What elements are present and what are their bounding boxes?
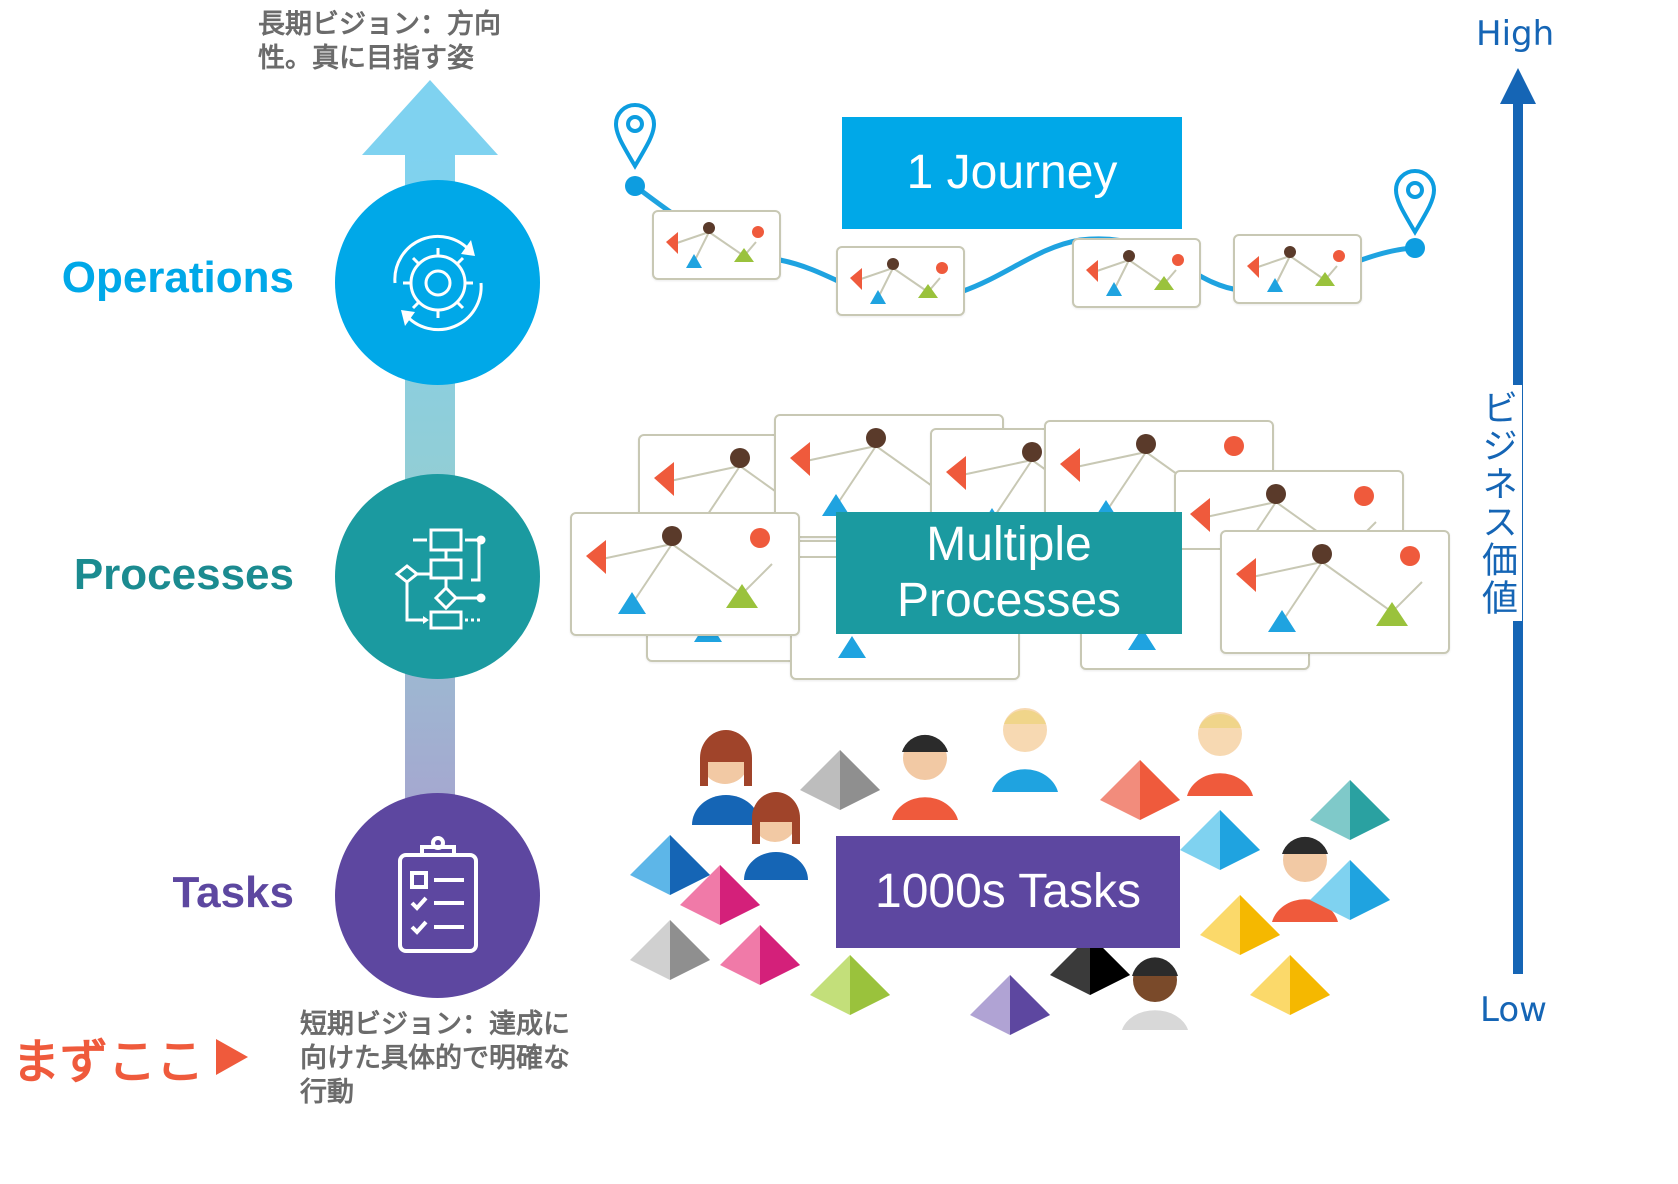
flowchart-icon — [394, 528, 485, 629]
process-card — [836, 246, 965, 316]
tasks-banner: 1000s Tasks — [836, 836, 1180, 948]
clipboard-checklist-icon — [397, 835, 478, 953]
location-pin-icon — [1393, 169, 1437, 236]
axis-title: ビジネス価値 — [1470, 385, 1522, 621]
process-card — [1233, 234, 1362, 304]
pyramid-icon — [1100, 760, 1180, 820]
location-pin-icon — [613, 103, 657, 170]
journey-banner: 1 Journey — [842, 117, 1182, 229]
person-icon — [992, 708, 1058, 792]
process-card — [570, 512, 800, 636]
process-card — [1220, 530, 1450, 654]
processes-banner: Multiple Processes — [836, 512, 1182, 634]
processes-circle — [335, 474, 540, 679]
person-icon — [892, 734, 958, 820]
person-icon — [692, 730, 760, 825]
pyramid-icon — [1200, 895, 1280, 955]
process-card — [652, 210, 781, 280]
pyramid-icon — [1310, 780, 1390, 840]
journey-banner-text: 1 Journey — [906, 146, 1118, 199]
processes-banner-line1: Multiple — [926, 518, 1092, 571]
pyramid-icon — [680, 865, 760, 925]
tasks-circle — [335, 793, 540, 998]
pyramid-icon — [970, 975, 1050, 1035]
person-icon — [1122, 957, 1188, 1030]
person-icon — [1272, 836, 1338, 922]
process-card — [1072, 238, 1201, 308]
level-label-processes: Processes — [73, 550, 294, 599]
short-term-vision-note: 短期ビジョン：達成に向けた具体的で明確な行動 — [300, 1009, 570, 1108]
pyramid-icon — [630, 920, 710, 980]
gear-cycle-icon — [392, 234, 483, 331]
level-label-operations: Operations — [61, 253, 294, 302]
person-icon — [744, 792, 808, 880]
triangle-pointer-icon — [216, 1039, 249, 1075]
tasks-cluster — [630, 708, 1390, 1035]
pyramid-icon — [1310, 860, 1390, 920]
pyramid-icon — [1180, 810, 1260, 870]
axis-high-label: High — [1476, 14, 1555, 54]
tasks-banner-text: 1000s Tasks — [875, 865, 1141, 918]
axis-low-label: Low — [1480, 990, 1547, 1030]
long-term-vision-note: 長期ビジョン：方向性。真に目指す姿 — [258, 9, 501, 74]
pyramid-icon — [720, 925, 800, 985]
processes-banner-line2: Processes — [896, 574, 1122, 627]
pyramid-icon — [1050, 935, 1130, 995]
pyramid-icon — [810, 955, 890, 1015]
pyramid-icon — [1250, 955, 1330, 1015]
operations-circle — [335, 180, 540, 385]
person-icon — [1187, 712, 1253, 796]
start-here-label: まずここ — [12, 1022, 252, 1092]
pyramid-icon — [630, 835, 710, 895]
pyramid-icon — [800, 750, 880, 810]
level-label-tasks: Tasks — [172, 868, 295, 917]
start-here-text: まずここ — [12, 1034, 205, 1090]
